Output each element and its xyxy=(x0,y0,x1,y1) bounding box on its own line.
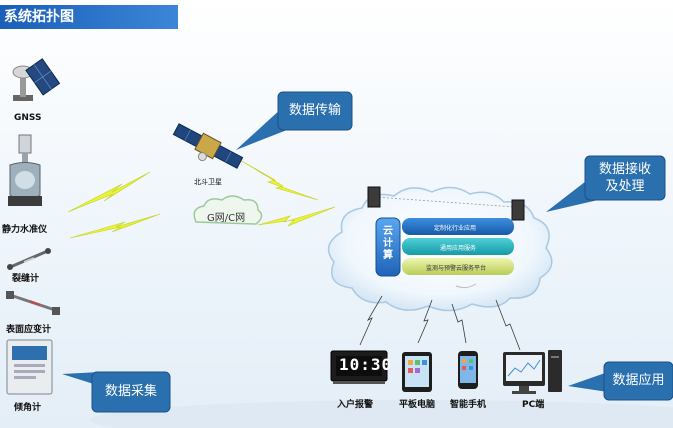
wireless-link-icon xyxy=(67,159,336,239)
network-label: G网/C网 xyxy=(207,213,246,224)
strain-gauge-label: 表面应变计 xyxy=(6,325,52,335)
gnss-label: GNSS xyxy=(14,113,42,123)
inclinometer-icon xyxy=(6,339,53,395)
strain-gauge-icon xyxy=(6,291,60,315)
pc-label: PC端 xyxy=(522,400,545,410)
smartphone-label: 智能手机 xyxy=(450,400,487,410)
inclinometer-label: 倾角计 xyxy=(14,403,42,413)
callout-collect xyxy=(62,371,171,413)
callout-receive-text-line2: 及处理 xyxy=(605,179,645,194)
callout-collect-text: 数据采集 xyxy=(104,384,157,399)
crack-meter-icon xyxy=(7,248,51,270)
layer-custom-apps: 定制化行业应用 xyxy=(434,225,477,232)
layer-common-services: 通用应用服务 xyxy=(440,245,477,252)
beidou-satellite-icon xyxy=(172,123,244,169)
alarm-clock-readout: 10:30 xyxy=(339,355,393,374)
client-links xyxy=(359,295,521,351)
mobile-network-cloud xyxy=(193,195,263,225)
level-gauge-label: 静力水准仪 xyxy=(2,225,48,235)
alarm-label: 入户报警 xyxy=(337,400,374,410)
cloud-platform xyxy=(327,186,553,312)
callout-receive-text-line1: 数据接收 xyxy=(598,162,651,177)
tablet-icon xyxy=(402,352,432,392)
smartphone-icon xyxy=(458,351,478,389)
page-title: 系统拓扑图 xyxy=(0,5,178,29)
cloud-compute-label: 云计算 xyxy=(383,226,393,261)
callout-receive xyxy=(546,155,666,212)
callout-transfer-text: 数据传输 xyxy=(288,103,341,118)
crack-meter-label: 裂缝计 xyxy=(12,274,40,284)
callout-apply xyxy=(568,361,673,401)
pc-icon xyxy=(503,350,562,394)
callout-transfer xyxy=(236,91,353,150)
tablet-label: 平板电脑 xyxy=(399,400,436,410)
alarm-display-icon xyxy=(330,350,388,384)
level-gauge-icon xyxy=(8,134,42,206)
callout-apply-text: 数据应用 xyxy=(612,373,665,388)
gnss-antenna-icon xyxy=(12,58,61,101)
satellite-label: 北斗卫星 xyxy=(194,178,222,186)
layer-monitoring-platform: 监测与预警云服务平台 xyxy=(426,265,487,272)
